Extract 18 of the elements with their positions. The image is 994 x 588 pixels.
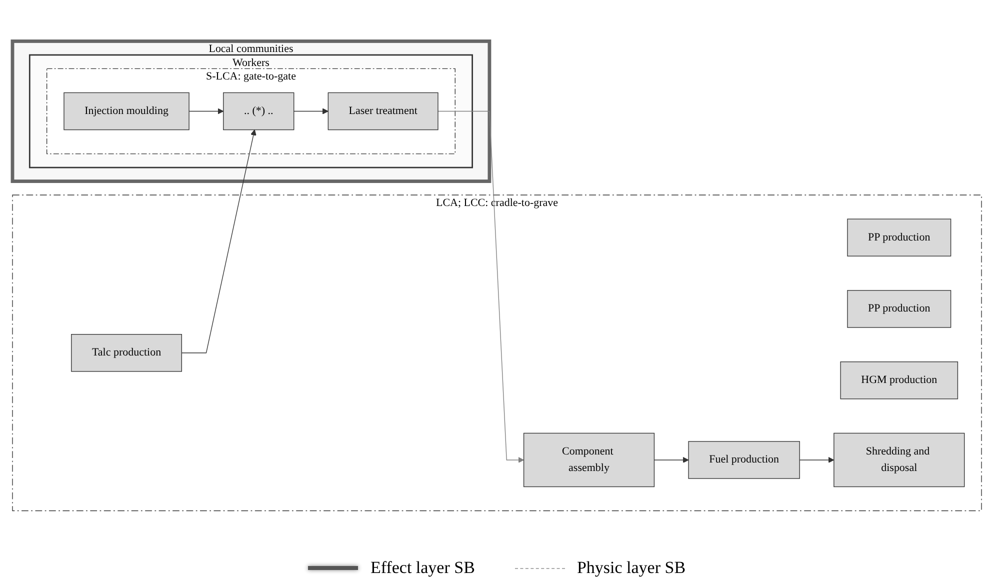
node-box: Fuel production: [688, 441, 800, 479]
node-box: PP production: [847, 218, 952, 256]
node-box: Shredding and disposal: [834, 432, 965, 488]
arrow: [188, 108, 224, 114]
node-box: HGM production: [840, 361, 958, 400]
node-box: Talc production: [71, 334, 182, 372]
node-box: Laser treatment: [328, 92, 438, 130]
legend-text: Effect layer SB: [370, 558, 475, 578]
arrow: [438, 110, 524, 463]
node-box: PP production: [847, 290, 952, 328]
arrow: [799, 456, 834, 463]
node-box: Component assembly: [523, 432, 655, 488]
node-box: Injection moulding: [64, 92, 190, 130]
arrow: [181, 130, 256, 354]
arrow: [654, 456, 689, 463]
legend-text: Physic layer SB: [576, 558, 686, 578]
node-box: .. (*) ..: [223, 92, 294, 130]
arrow: [294, 108, 328, 114]
